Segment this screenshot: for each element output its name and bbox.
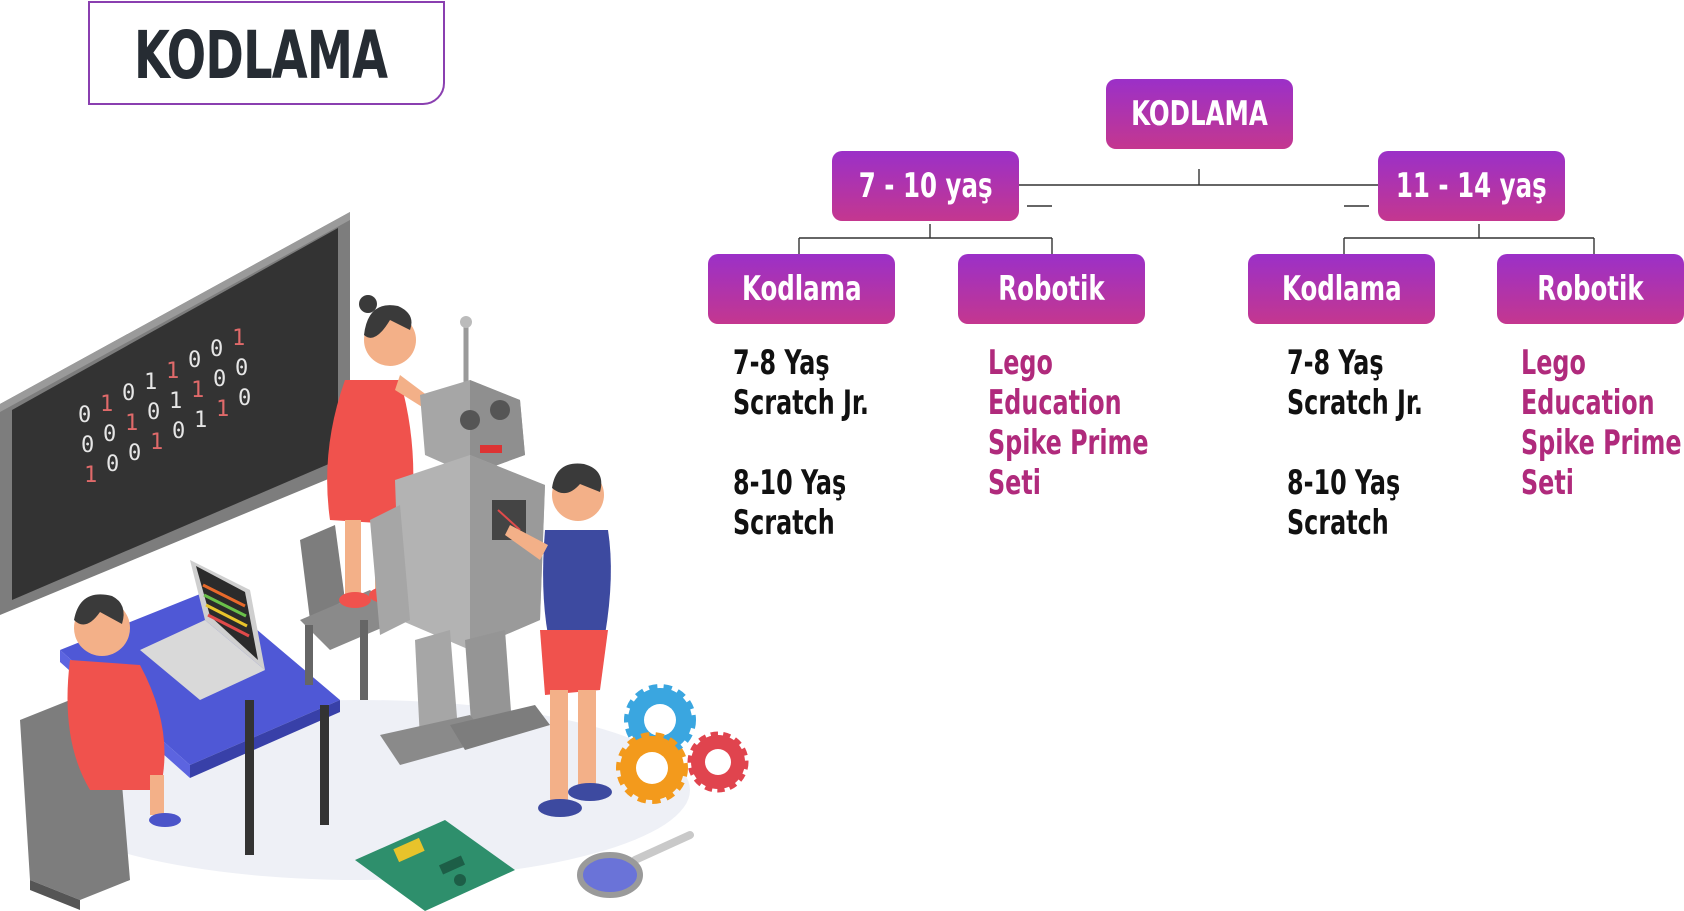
binary-digit: 1 xyxy=(232,326,245,351)
robotics-node-11-14: Robotik xyxy=(1497,254,1684,324)
coding-node-11-14: Kodlama xyxy=(1248,254,1435,324)
age-group-label: 7 - 10 yaş xyxy=(858,166,993,206)
coding-node-label: Kodlama xyxy=(1281,269,1402,309)
coding-node-label: Kodlama xyxy=(741,269,862,309)
detail-line: Seti xyxy=(1521,463,1574,503)
binary-digit: 1 xyxy=(84,463,97,488)
title-box: KODLAMA xyxy=(88,1,445,105)
laptop xyxy=(140,560,265,700)
binary-digit: 0 xyxy=(122,381,135,406)
detail-line: 8-10 Yaş xyxy=(1287,463,1401,503)
seated-student xyxy=(20,594,181,910)
binary-digit: 1 xyxy=(125,411,138,436)
binary-digit: 0 xyxy=(78,403,91,428)
coding-details-7-10-a: 7-8 Yaş Scratch Jr. xyxy=(733,343,907,423)
binary-digit: 1 xyxy=(216,397,229,422)
boy-student xyxy=(505,463,612,817)
detail-line: 7-8 Yaş xyxy=(733,343,830,383)
detail-line: Scratch xyxy=(1287,503,1389,543)
robotics-details-7-10: Lego Education Spike Prime Seti xyxy=(988,343,1194,503)
age-group-node-11-14: 11 - 14 yaş xyxy=(1378,151,1565,221)
binary-digit: 0 xyxy=(128,441,141,466)
detail-line: Lego xyxy=(988,343,1053,383)
binary-digit: 1 xyxy=(194,408,207,433)
root-node: KODLAMA xyxy=(1106,79,1293,149)
robotics-node-label: Robotik xyxy=(1537,269,1644,309)
binary-digit: 1 xyxy=(100,392,113,417)
binary-digit: 0 xyxy=(210,337,223,362)
robotics-node-7-10: Robotik xyxy=(958,254,1145,324)
chair xyxy=(300,525,400,700)
binary-digit: 0 xyxy=(213,367,226,392)
binary-digit: 0 xyxy=(188,348,201,373)
binary-digit: 0 xyxy=(147,400,160,425)
gears xyxy=(616,684,749,804)
detail-line: Scratch Jr. xyxy=(733,383,869,423)
detail-line: Scratch xyxy=(733,503,835,543)
binary-digit: 0 xyxy=(238,386,251,411)
page-title: KODLAMA xyxy=(134,17,388,94)
binary-digit: 1 xyxy=(150,430,163,455)
robotics-details-11-14: Lego Education Spike Prime Seti xyxy=(1521,343,1684,503)
binary-digit: 0 xyxy=(81,433,94,458)
binary-digit: 0 xyxy=(172,419,185,444)
coding-details-7-10-b: 8-10 Yaş Scratch xyxy=(733,463,878,543)
detail-line: Spike Prime xyxy=(1521,423,1682,463)
age-group-label: 11 - 14 yaş xyxy=(1396,166,1547,206)
binary-digit: 1 xyxy=(166,359,179,384)
detail-line: 7-8 Yaş xyxy=(1287,343,1384,383)
circuit-board xyxy=(355,820,515,911)
binary-digit: 1 xyxy=(144,370,157,395)
binary-digit: 0 xyxy=(235,356,248,381)
standing-student xyxy=(327,295,440,608)
magnifier xyxy=(577,831,694,898)
robotics-node-label: Robotik xyxy=(998,269,1105,309)
robot xyxy=(370,316,550,765)
coding-details-11-14-b: 8-10 Yaş Scratch xyxy=(1287,463,1432,543)
detail-line: Lego xyxy=(1521,343,1586,383)
detail-line: Scratch Jr. xyxy=(1287,383,1423,423)
detail-line: Spike Prime xyxy=(988,423,1149,463)
binary-digit: 1 xyxy=(169,389,182,414)
detail-line: 8-10 Yaş xyxy=(733,463,847,503)
chalkboard xyxy=(0,212,350,615)
detail-line: Education xyxy=(1521,383,1655,423)
root-node-label: KODLAMA xyxy=(1131,94,1268,134)
detail-line: Seti xyxy=(988,463,1041,503)
detail-line: Education xyxy=(988,383,1122,423)
binary-digit: 1 xyxy=(191,378,204,403)
age-group-node-7-10: 7 - 10 yaş xyxy=(832,151,1019,221)
binary-digit: 0 xyxy=(106,452,119,477)
binary-digit: 0 xyxy=(103,422,116,447)
coding-node-7-10: Kodlama xyxy=(708,254,895,324)
coding-details-11-14-a: 7-8 Yaş Scratch Jr. xyxy=(1287,343,1461,423)
